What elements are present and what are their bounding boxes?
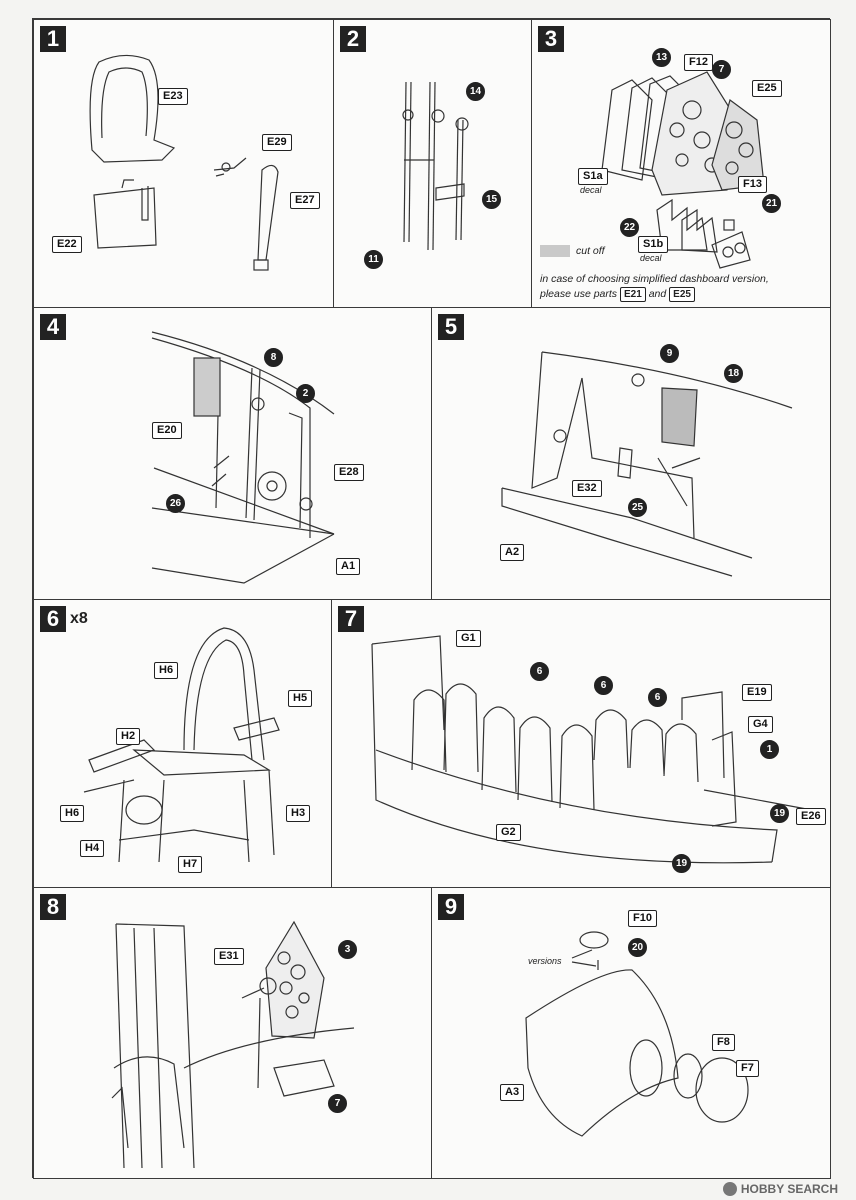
- step-number: 1: [40, 26, 66, 52]
- part-label: 18: [724, 364, 743, 383]
- part-label: F8: [712, 1034, 735, 1051]
- part-label: E32: [572, 480, 602, 497]
- part-label: A3: [500, 1084, 525, 1101]
- cockpit-wall-drawing: [151, 331, 335, 584]
- part-label: E25: [752, 80, 782, 97]
- step-number: 8: [40, 894, 66, 920]
- part-label: 19: [672, 854, 691, 873]
- part-label: 25: [628, 498, 647, 517]
- cockpit-wall-right-drawing: [501, 351, 793, 577]
- step-1-panel: 1 E23 E29 E27 E22: [33, 19, 335, 309]
- part-label: 13: [652, 48, 671, 67]
- nose-assembly-drawing: [525, 931, 749, 1137]
- seat-parts-drawing: [89, 54, 279, 271]
- step-number: 4: [40, 314, 66, 340]
- part-label: A1: [336, 558, 361, 575]
- step-8-panel: 8 E31 3 7: [33, 887, 433, 1179]
- part-label: F12: [684, 54, 713, 71]
- part-label: A2: [500, 544, 525, 561]
- passenger-seat-drawing: [83, 627, 280, 863]
- step-4-panel: 4 8 2 E20 E28 26 A1: [33, 307, 433, 601]
- part-label: 6: [594, 676, 613, 695]
- step-number: 2: [340, 26, 366, 52]
- part-label: 3: [338, 940, 357, 959]
- step-number: 5: [438, 314, 464, 340]
- part-label: G2: [496, 824, 521, 841]
- step-5-panel: 5 9 18 E32 25 A2: [431, 307, 831, 601]
- part-label: H2: [116, 728, 141, 745]
- part-label: 1: [760, 740, 779, 759]
- part-label: H7: [178, 856, 203, 873]
- part-label: 8: [264, 348, 283, 367]
- logo-icon: [722, 1182, 737, 1196]
- part-label: H3: [286, 805, 311, 822]
- part-label: G1: [456, 630, 481, 647]
- part-label: F7: [736, 1060, 759, 1077]
- part-label: E22: [52, 236, 82, 253]
- part-label: G4: [748, 716, 773, 733]
- part-label: 7: [328, 1094, 347, 1113]
- part-label: H6: [154, 662, 179, 679]
- cut-off-swatch: [540, 245, 570, 257]
- part-label: 2: [296, 384, 315, 403]
- legend-text: cut off: [576, 245, 605, 257]
- cockpit-detail-drawing: [111, 920, 355, 1169]
- part-label: 21: [762, 194, 781, 213]
- control-rods-drawing: [402, 81, 469, 251]
- part-label: 22: [620, 218, 639, 237]
- part-label: H5: [288, 690, 313, 707]
- step-number: 6: [40, 606, 66, 632]
- part-label: E19: [742, 684, 772, 701]
- part-label: H4: [80, 840, 105, 857]
- simplified-dashboard-note: in case of choosing simplified dashboard…: [540, 273, 769, 302]
- part-label: 14: [466, 82, 485, 101]
- part-label: 7: [712, 60, 731, 79]
- decal-note: decal: [580, 185, 602, 195]
- part-label: F10: [628, 910, 657, 927]
- part-label: S1b: [638, 236, 669, 253]
- part-label: E23: [158, 88, 188, 105]
- step-2-panel: 2 14 15 11: [333, 19, 533, 309]
- part-label: S1a: [578, 168, 608, 185]
- part-label: H6: [60, 805, 85, 822]
- step-6-panel: 6 x8 H6 H5 H2 H6 H3 H4 H7: [33, 599, 333, 889]
- part-label: 6: [530, 662, 549, 681]
- dashboard-parts-drawing: [601, 71, 765, 269]
- part-label: E27: [290, 192, 320, 209]
- step-number: 3: [538, 26, 564, 52]
- part-label: E20: [152, 422, 182, 439]
- part-label: E29: [262, 134, 292, 151]
- quantity-multiplier: x8: [70, 610, 88, 627]
- watermark: HOBBY SEARCH: [722, 1182, 838, 1196]
- part-label: 15: [482, 190, 501, 209]
- part-label: 11: [364, 250, 383, 269]
- decal-note: decal: [640, 253, 662, 263]
- instruction-sheet: 1 E23 E29 E27 E22 2: [32, 18, 831, 1179]
- versions-note: versions: [528, 956, 562, 966]
- step-number: 9: [438, 894, 464, 920]
- part-label: E31: [214, 948, 244, 965]
- part-label: 20: [628, 938, 647, 957]
- step-9-panel: 9 F10 20 versions A3 F8 F7: [431, 887, 831, 1179]
- part-label: 9: [660, 344, 679, 363]
- part-label: E26: [796, 808, 826, 825]
- step-number: 7: [338, 606, 364, 632]
- part-label: 6: [648, 688, 667, 707]
- step-7-panel: 7 G1 6 6 6 E19 G4 1: [331, 599, 831, 889]
- part-label: 26: [166, 494, 185, 513]
- step-3-panel: 3 13 F12 7 E25 S1a decal F13: [531, 19, 831, 309]
- part-label: 19: [770, 804, 789, 823]
- cabin-assembly-drawing: [371, 635, 813, 864]
- part-label: F13: [738, 176, 767, 193]
- part-label: E28: [334, 464, 364, 481]
